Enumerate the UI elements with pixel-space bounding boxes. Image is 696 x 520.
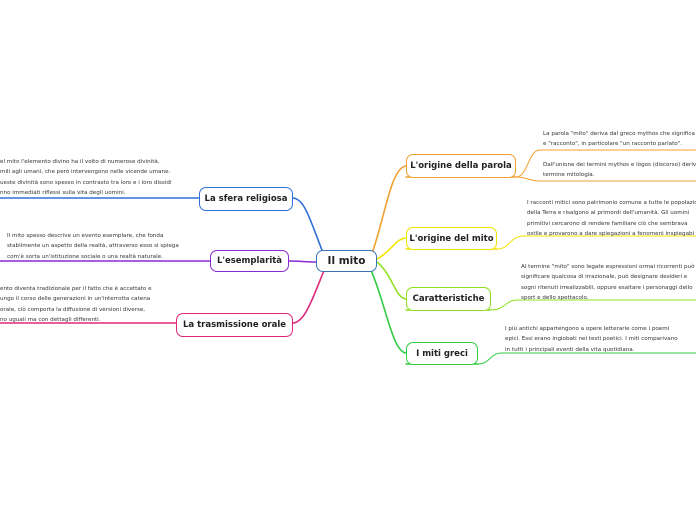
- note-origine-mito[interactable]: I racconti mitici sono patrimonio comune…: [527, 198, 696, 240]
- topic-label: La sfera religiosa: [204, 194, 288, 204]
- note-line: [543, 150, 696, 160]
- topic-caratteristiche[interactable]: Caratteristiche: [406, 287, 491, 311]
- note-line: in tutti i principali eventi della vita …: [505, 346, 635, 353]
- note-line: I più antichi appartengono a opere lette…: [505, 326, 670, 332]
- note-line: ento diventa tradizionale per il fatto c…: [0, 286, 152, 292]
- topic-label: L'origine della parola: [410, 161, 512, 171]
- connector-trasmissione: [292, 267, 326, 324]
- topic-label: Caratteristiche: [412, 294, 485, 304]
- note-line: ostile e provarono a dare spiegazioni a …: [527, 231, 695, 238]
- topic-miti-greci[interactable]: I miti greci: [406, 342, 478, 365]
- note-miti-greci[interactable]: I più antichi appartengono a opere lette…: [505, 324, 678, 355]
- connector-sfera-religiosa: [292, 197, 326, 259]
- note-line: mili agli umani, che però intervengono n…: [0, 169, 171, 176]
- topic-origine-mito[interactable]: L'origine del mito: [406, 227, 497, 250]
- note-line: Il mito spesso descrive un evento esempl…: [7, 233, 164, 239]
- topic-sfera-religiosa[interactable]: La sfera religiosa: [199, 187, 293, 211]
- note-line: com'è sorta un'istituzione sociale o una…: [7, 253, 163, 260]
- connector-miti-greci: [369, 267, 407, 354]
- note-line: Al termine "mito" sono legate espression…: [521, 264, 695, 270]
- topic-origine-parola[interactable]: L'origine della parola: [406, 154, 516, 178]
- note-line: I racconti mitici sono patrimonio comune…: [527, 200, 696, 206]
- note-line: el mito l'elemento divino ha il volto di…: [0, 159, 160, 165]
- connector-esemplarita: [288, 260, 317, 263]
- connector-origine-mito: [376, 237, 407, 260]
- note-line: stabilmente un aspetto della realtà, att…: [7, 243, 179, 250]
- connector-text-caratteristiche: [490, 299, 519, 311]
- note-line: ungo il corso delle generazioni in un'in…: [0, 296, 151, 303]
- note-esemplarita[interactable]: Il mito spesso descrive un evento esempl…: [7, 231, 179, 262]
- note-line: sport e dello spettacolo.: [521, 295, 589, 302]
- note-line: primitivi cercarono di rendere familiare…: [527, 220, 688, 227]
- topic-label: I miti greci: [416, 348, 468, 359]
- connector-text-origine-parola-1: [515, 149, 541, 178]
- note-line: termine mitologia.: [543, 172, 595, 179]
- note-line: no uguali ma con dettagli differenti.: [0, 317, 101, 324]
- note-line: sogni ritenuti irrealizzabili, oppure es…: [521, 284, 693, 291]
- topic-label: L'origine del mito: [409, 233, 494, 244]
- note-line: Dall'unione dei termini mythos e lògos (…: [543, 161, 696, 168]
- topic-label: La trasmissione orale: [182, 320, 287, 330]
- note-trasmissione-orale[interactable]: ento diventa tradizionale per il fatto c…: [0, 284, 152, 326]
- note-line: nno immediati riflessi sulla vita degli …: [0, 190, 126, 197]
- connector-text-miti-greci: [477, 352, 503, 365]
- note-line: epici. Essi erano inglobati nei testi po…: [505, 336, 678, 343]
- topic-trasmissione-orale[interactable]: La trasmissione orale: [176, 313, 293, 337]
- connector-text-origine-mito: [496, 235, 525, 250]
- note-line: La parola "mito" deriva dal greco mythos…: [543, 131, 695, 137]
- connector-origine-parola: [369, 165, 407, 260]
- note-line: ueste divinità sono spesso in contrasto …: [0, 179, 172, 186]
- note-line: orale, ciò comporta la diffusione di ver…: [0, 306, 146, 313]
- note-sfera-religiosa[interactable]: el mito l'elemento divino ha il volto di…: [0, 157, 172, 199]
- connector-text-origine-parola-2: [515, 176, 541, 182]
- topic-label: L'esemplarità: [216, 256, 283, 266]
- central-topic-label: Il mito: [327, 255, 366, 267]
- note-line: e "racconto", in particolare "un raccont…: [543, 141, 683, 148]
- note-caratteristiche[interactable]: Al termine "mito" sono legate espression…: [521, 262, 695, 304]
- note-origine-parola[interactable]: La parola "mito" deriva dal greco mythos…: [543, 129, 696, 181]
- central-topic-node[interactable]: Il mito: [316, 250, 377, 272]
- note-line: significare qualcosa di irrazionale, può…: [521, 274, 688, 281]
- connector-caratteristiche: [376, 261, 407, 300]
- topic-esemplarita[interactable]: L'esemplarità: [210, 250, 289, 272]
- note-line: della Terra e risalgono ai primordi dell…: [527, 210, 690, 217]
